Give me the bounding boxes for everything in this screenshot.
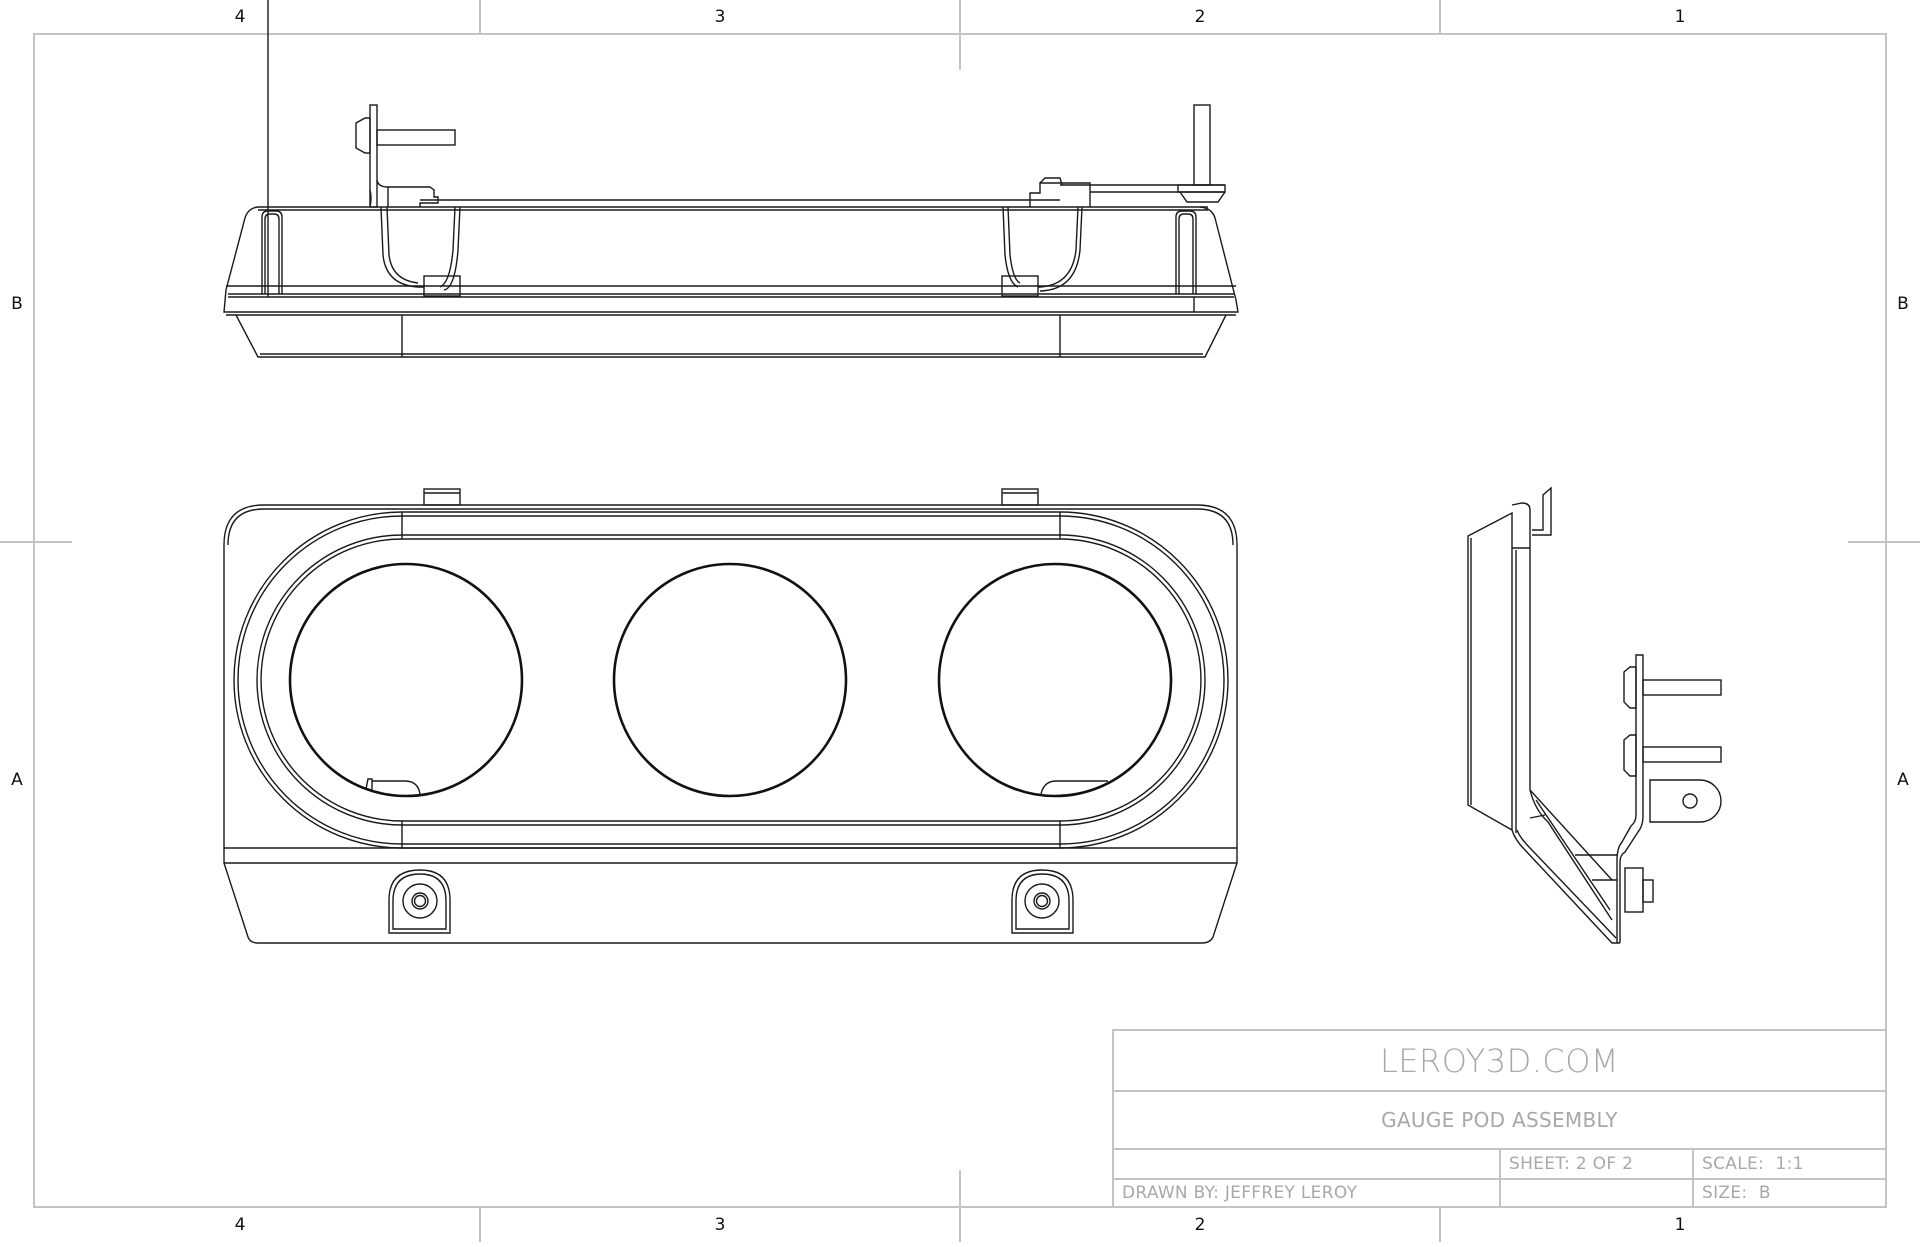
scale-value: 1:1: [1775, 1154, 1804, 1174]
empty-cell: [1114, 1150, 1501, 1180]
mounting-boss-left: [388, 869, 451, 934]
zone-col-top-3: 3: [714, 7, 726, 27]
side-view: [1467, 486, 1722, 944]
drawn-by-cell: DRAWN BY: JEFFREY LEROY: [1114, 1180, 1501, 1206]
size-value: B: [1758, 1183, 1771, 1203]
company-name: LEROY3D.COM: [1379, 1041, 1620, 1080]
zone-col-bottom-3: 3: [714, 1215, 726, 1235]
zone-row-right-a: A: [1897, 770, 1909, 790]
title-block: LEROY3D.COM GAUGE POD ASSEMBLY SHEET: 2 …: [1112, 1029, 1887, 1208]
gauge-opening-left: [288, 562, 524, 798]
mounting-boss-right: [1011, 869, 1074, 934]
sheet-value: 2 OF 2: [1575, 1154, 1634, 1174]
zone-row-left-b: B: [11, 294, 23, 314]
gauge-opening-center: [612, 562, 848, 798]
drawn-by-value: JEFFREY LEROY: [1224, 1183, 1358, 1203]
sheet-cell: SHEET: 2 OF 2: [1501, 1150, 1694, 1180]
scale-cell: SCALE: 1:1: [1694, 1150, 1885, 1180]
zone-col-bottom-2: 2: [1194, 1215, 1206, 1235]
top-view: [223, 0, 1239, 358]
zone-col-top-2: 2: [1194, 7, 1206, 27]
drawn-by-label: DRAWN BY:: [1122, 1183, 1220, 1203]
front-view: [223, 488, 1238, 944]
gauge-opening-right: [937, 562, 1173, 798]
company-row: LEROY3D.COM: [1114, 1031, 1885, 1092]
zone-row-right-b: B: [1897, 294, 1909, 314]
zone-col-top-4: 4: [234, 7, 246, 27]
empty-cell-2: [1501, 1180, 1694, 1206]
title-row: GAUGE POD ASSEMBLY: [1114, 1092, 1885, 1150]
size-cell: SIZE: B: [1694, 1180, 1885, 1206]
sheet-label: SHEET:: [1509, 1154, 1571, 1174]
zone-col-bottom-4: 4: [234, 1215, 246, 1235]
size-label: SIZE:: [1702, 1183, 1748, 1203]
zone-col-top-1: 1: [1674, 7, 1686, 27]
zone-row-left-a: A: [11, 770, 23, 790]
scale-label: SCALE:: [1702, 1154, 1765, 1174]
zone-col-bottom-1: 1: [1674, 1215, 1686, 1235]
drawing-title: GAUGE POD ASSEMBLY: [1381, 1108, 1618, 1132]
